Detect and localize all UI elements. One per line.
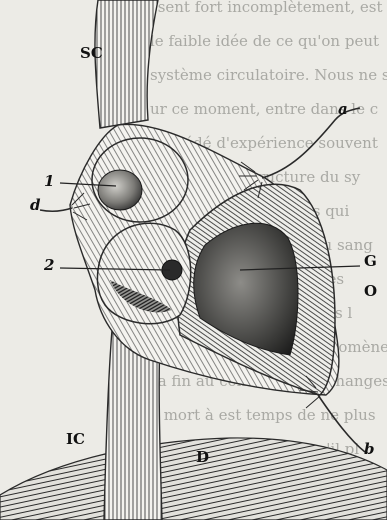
label-b: b <box>364 440 375 458</box>
label-1: 1 <box>44 172 54 190</box>
label-2: 2 <box>44 256 54 274</box>
ligature-b-wire <box>318 395 365 452</box>
label-ic: IC <box>66 430 85 448</box>
superior-vena-cava <box>95 0 158 128</box>
diaphragm <box>0 438 387 520</box>
ligature-d-wire <box>40 208 72 211</box>
label-dd: D <box>196 448 209 466</box>
label-g: G <box>364 252 377 270</box>
upper-orifice <box>98 170 142 210</box>
label-d: d <box>30 196 41 214</box>
ligature-a-wire <box>262 108 360 178</box>
label-a: a <box>338 100 348 118</box>
label-sc: SC <box>80 44 103 62</box>
label-o: O <box>364 282 377 300</box>
